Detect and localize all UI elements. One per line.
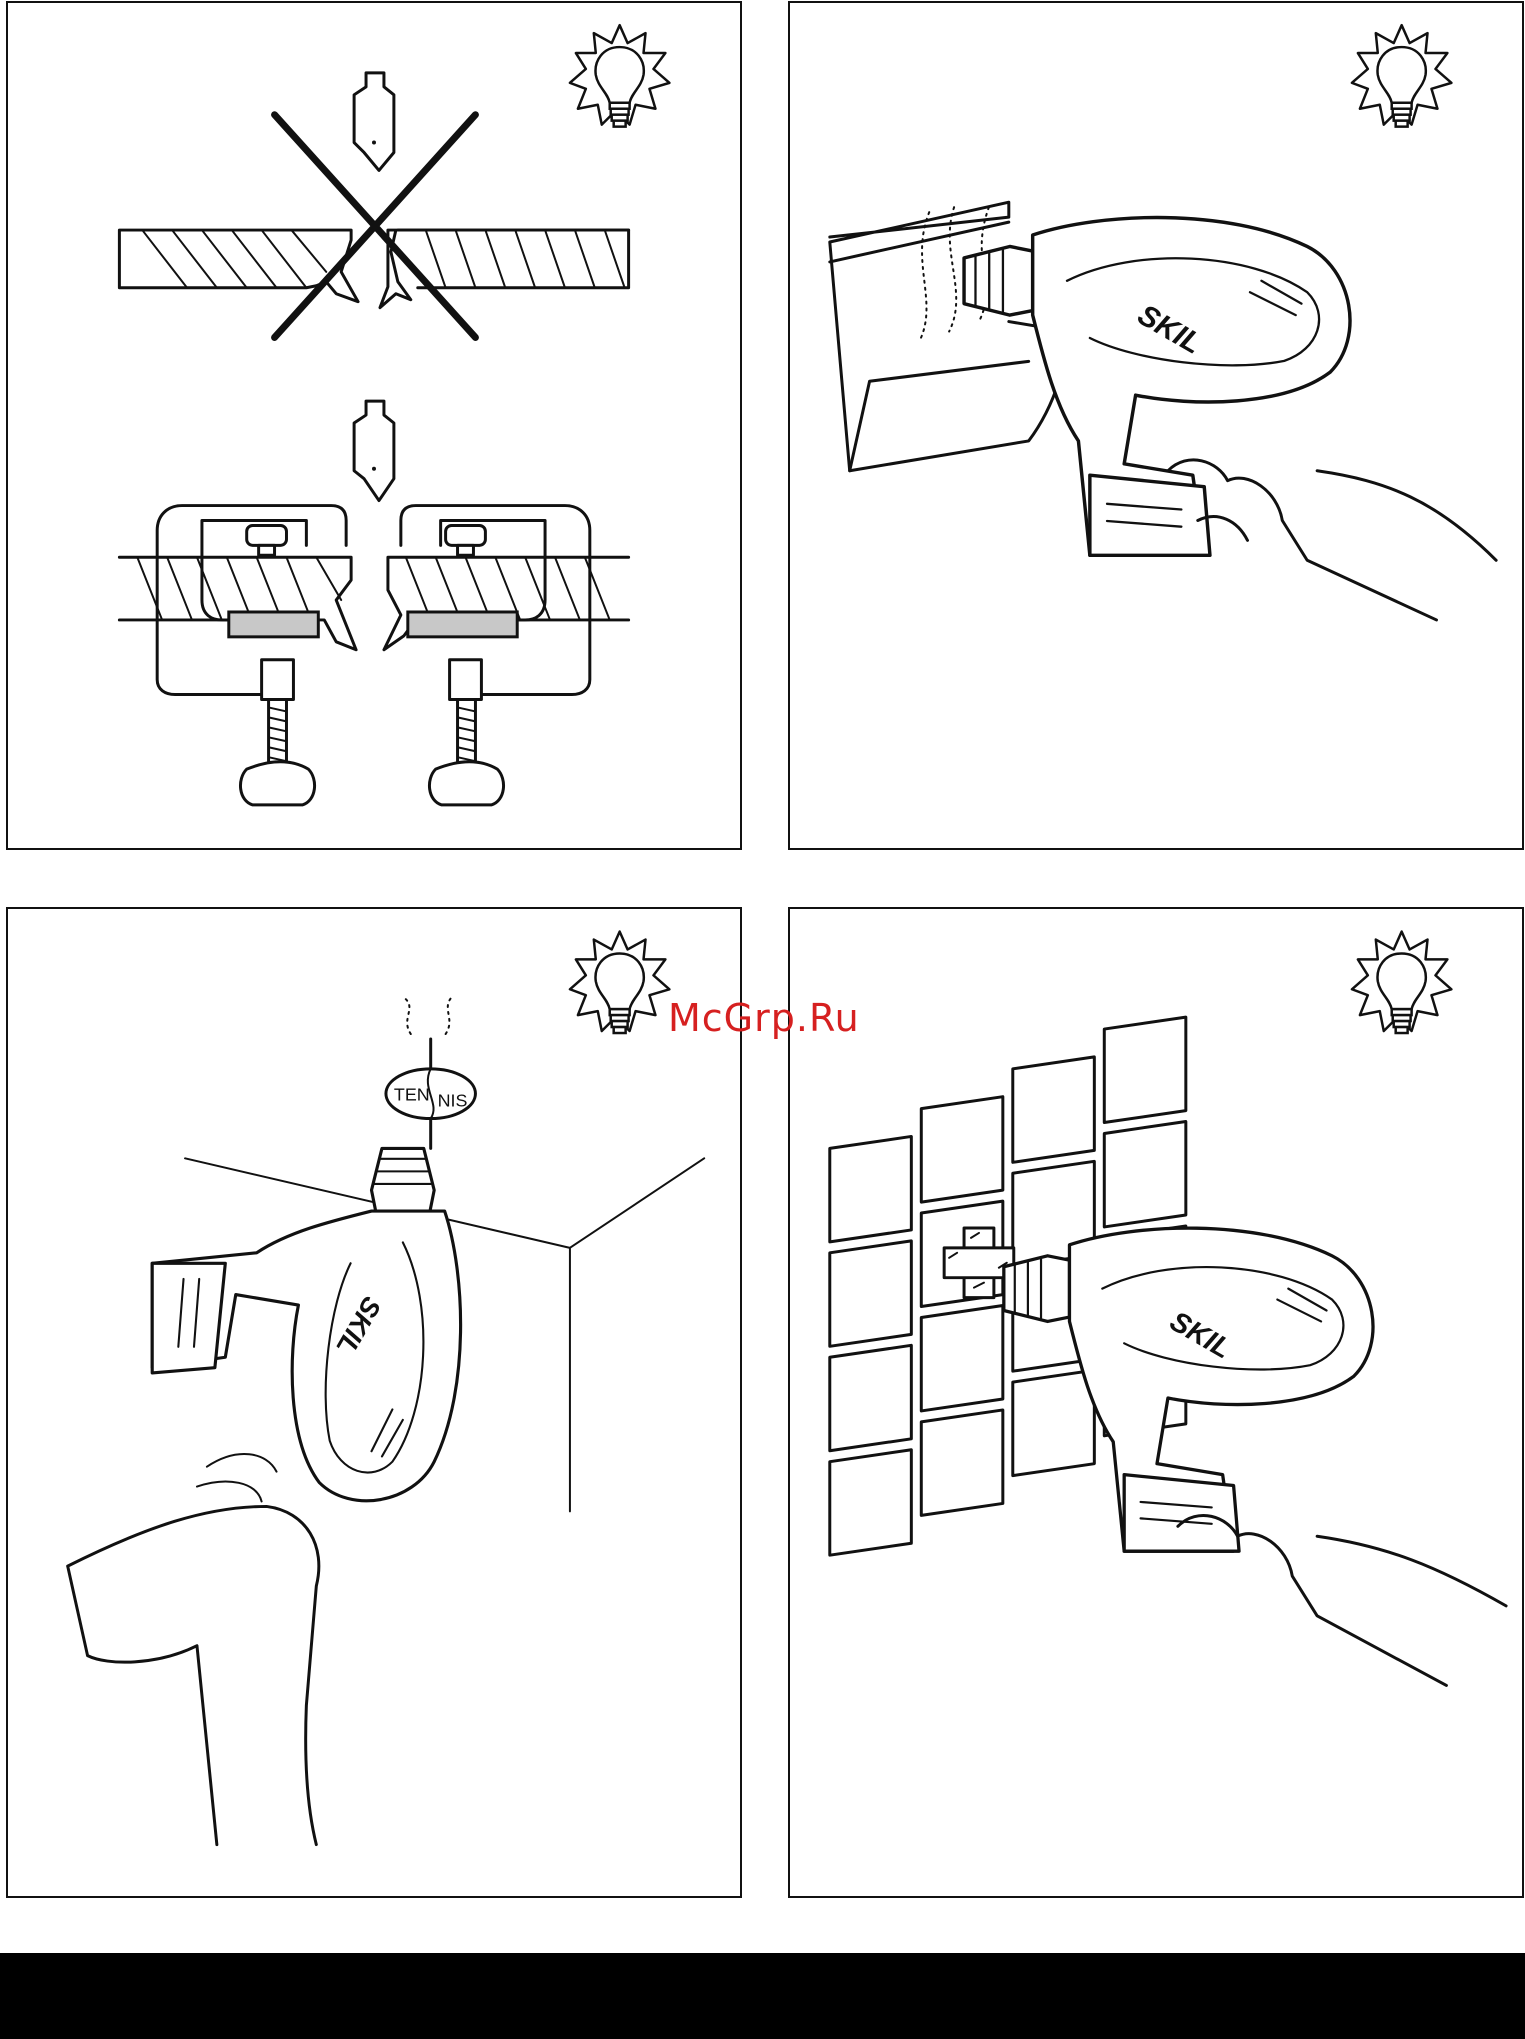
- tile: [1013, 1370, 1095, 1475]
- tile: [1013, 1057, 1095, 1162]
- dust-catching-illustration: SKIL: [790, 3, 1522, 848]
- tile: [921, 1306, 1003, 1411]
- tile: [1104, 1017, 1186, 1122]
- tile-drilling-illustration: SKIL: [790, 909, 1522, 1896]
- ball-text-ten: TEN: [394, 1085, 430, 1105]
- clamped-workpiece-figure: [119, 401, 628, 805]
- tile: [1104, 1122, 1186, 1227]
- tile: [921, 1097, 1003, 1202]
- hand-figure: [68, 1454, 319, 1845]
- tile: [921, 1410, 1003, 1515]
- clamp-illustration: [8, 3, 740, 848]
- ceiling-drilling-illustration: TEN NIS SKIL: [8, 909, 740, 1896]
- footer-bar: [0, 1953, 1525, 2039]
- tile: [830, 1136, 912, 1241]
- ball-text-nis: NIS: [438, 1091, 468, 1111]
- unsupported-workpiece-figure: [119, 73, 628, 338]
- tile: [830, 1345, 912, 1450]
- drill-figure: SKIL: [964, 218, 1350, 556]
- tile: [830, 1450, 912, 1555]
- tile: [830, 1241, 912, 1346]
- tennis-ball-figure: TEN NIS: [386, 997, 476, 1148]
- lightbulb-icon: [570, 25, 669, 126]
- ceiling-drilling-panel: TEN NIS SKIL: [6, 907, 742, 1898]
- hand-figure: [1168, 460, 1496, 620]
- dust-catching-panel: SKIL: [788, 1, 1524, 850]
- lightbulb-icon: [1352, 25, 1451, 126]
- watermark-text: McGrp.Ru: [668, 996, 860, 1040]
- drill-figure: SKIL: [152, 1148, 460, 1500]
- lightbulb-icon: [570, 932, 669, 1033]
- tile-drilling-panel: SKIL: [788, 907, 1524, 1898]
- clamp-workpiece-panel: [6, 1, 742, 850]
- lightbulb-icon: [1352, 932, 1451, 1033]
